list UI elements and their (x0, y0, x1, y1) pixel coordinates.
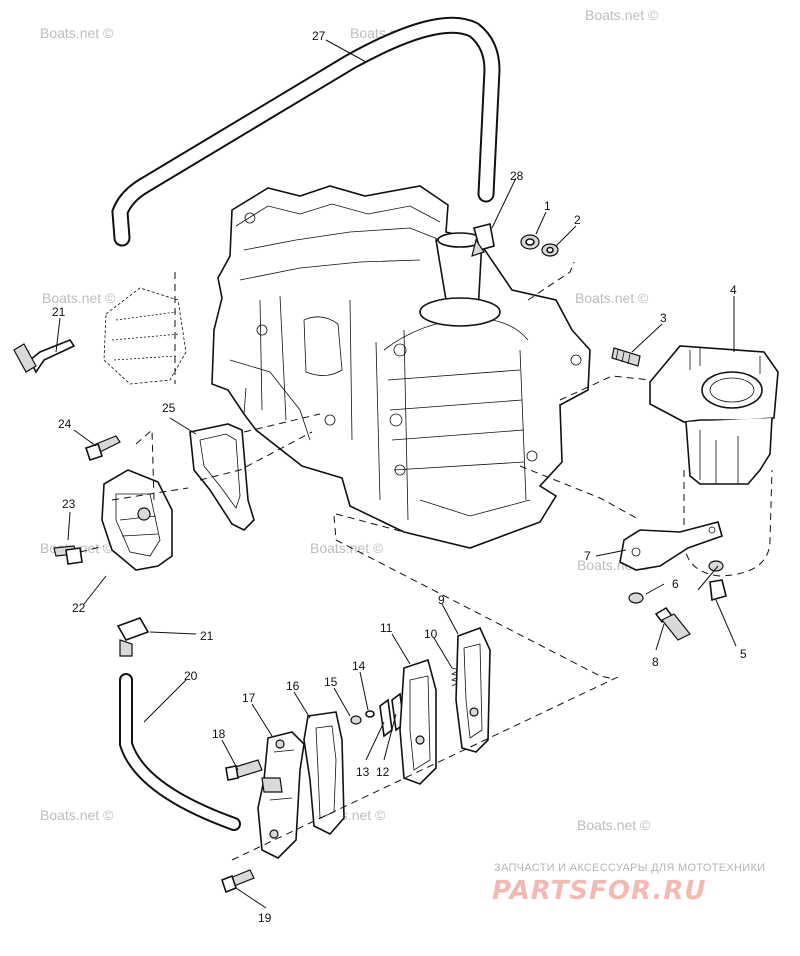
part-21-fitting-lower (116, 617, 150, 657)
watermark-9: Boats.net © (40, 807, 114, 823)
part-16-plate (303, 711, 345, 835)
callout-14: 14 (352, 659, 366, 673)
callout-2: 2 (574, 213, 581, 227)
watermark-3: Boats.net © (585, 7, 659, 23)
callout-12: 12 (376, 765, 390, 779)
callout-23: 23 (62, 497, 76, 511)
callout-18: 18 (212, 727, 226, 741)
callout-24: 24 (58, 417, 72, 431)
callout-1: 1 (544, 199, 551, 213)
callout-9: 9 (438, 593, 445, 607)
part-24-bolt (84, 435, 121, 462)
assembly-dashed-lines (79, 261, 651, 861)
part-22-cover (101, 469, 173, 571)
callout-27: 27 (312, 29, 326, 43)
parts-1-2-nuts (520, 234, 559, 257)
part-3-stud (611, 347, 641, 367)
callout-20: 20 (184, 669, 198, 683)
part-17-plate (257, 731, 305, 859)
powerhead-block (211, 185, 591, 549)
callout-numbers: 27 28 1 2 3 4 5 6 7 8 9 10 11 12 13 14 1… (52, 29, 747, 925)
callout-21-lower: 21 (200, 629, 214, 643)
callout-7: 7 (584, 549, 591, 563)
callout-21-upper: 21 (52, 305, 66, 319)
part-25-gasket (189, 423, 255, 531)
part-21-fitting-upper (13, 339, 76, 374)
callout-25: 25 (162, 401, 176, 415)
callout-16: 16 (286, 679, 300, 693)
callout-11: 11 (380, 621, 393, 635)
part-23-screw (53, 545, 83, 565)
callout-13: 13 (356, 765, 370, 779)
callout-17: 17 (242, 691, 256, 705)
callout-8: 8 (652, 655, 659, 669)
callout-22: 22 (72, 601, 86, 615)
callout-28: 28 (510, 169, 524, 183)
brand-logo: PARTSFOR.RU (492, 876, 707, 906)
callout-10: 10 (424, 627, 438, 641)
callout-5: 5 (740, 647, 747, 661)
part-7-bracket (619, 521, 723, 571)
part-28-elbow (471, 223, 495, 257)
parts-5-6-8-fasteners (628, 560, 727, 641)
part-4-exhaust-housing (649, 345, 779, 577)
callout-15: 15 (324, 675, 338, 689)
callout-3: 3 (660, 311, 667, 325)
part-20-hose (119, 673, 241, 831)
part-18-screw (225, 759, 263, 781)
watermark-5: Boats.net © (575, 290, 649, 306)
leader-lines (55, 39, 737, 909)
callout-6: 6 (672, 577, 679, 591)
callout-19: 19 (258, 911, 272, 925)
watermark-4: Boats.net © (42, 290, 116, 306)
watermark-6: Boats.net © (310, 540, 384, 556)
part-9-plate (455, 626, 491, 753)
fuel-pump-sketch (103, 272, 187, 385)
part-11-plate (399, 658, 437, 785)
part-19-screw (221, 869, 255, 894)
brand-subtitle: ЗАПЧАСТИ И АКСЕССУАРЫ ДЛЯ МОТОТЕХНИКИ (494, 862, 766, 874)
watermark-11: Boats.net © (577, 817, 651, 833)
watermark-1: Boats.net © (40, 25, 114, 41)
part-27-hose (111, 16, 501, 247)
callout-4: 4 (730, 283, 737, 297)
